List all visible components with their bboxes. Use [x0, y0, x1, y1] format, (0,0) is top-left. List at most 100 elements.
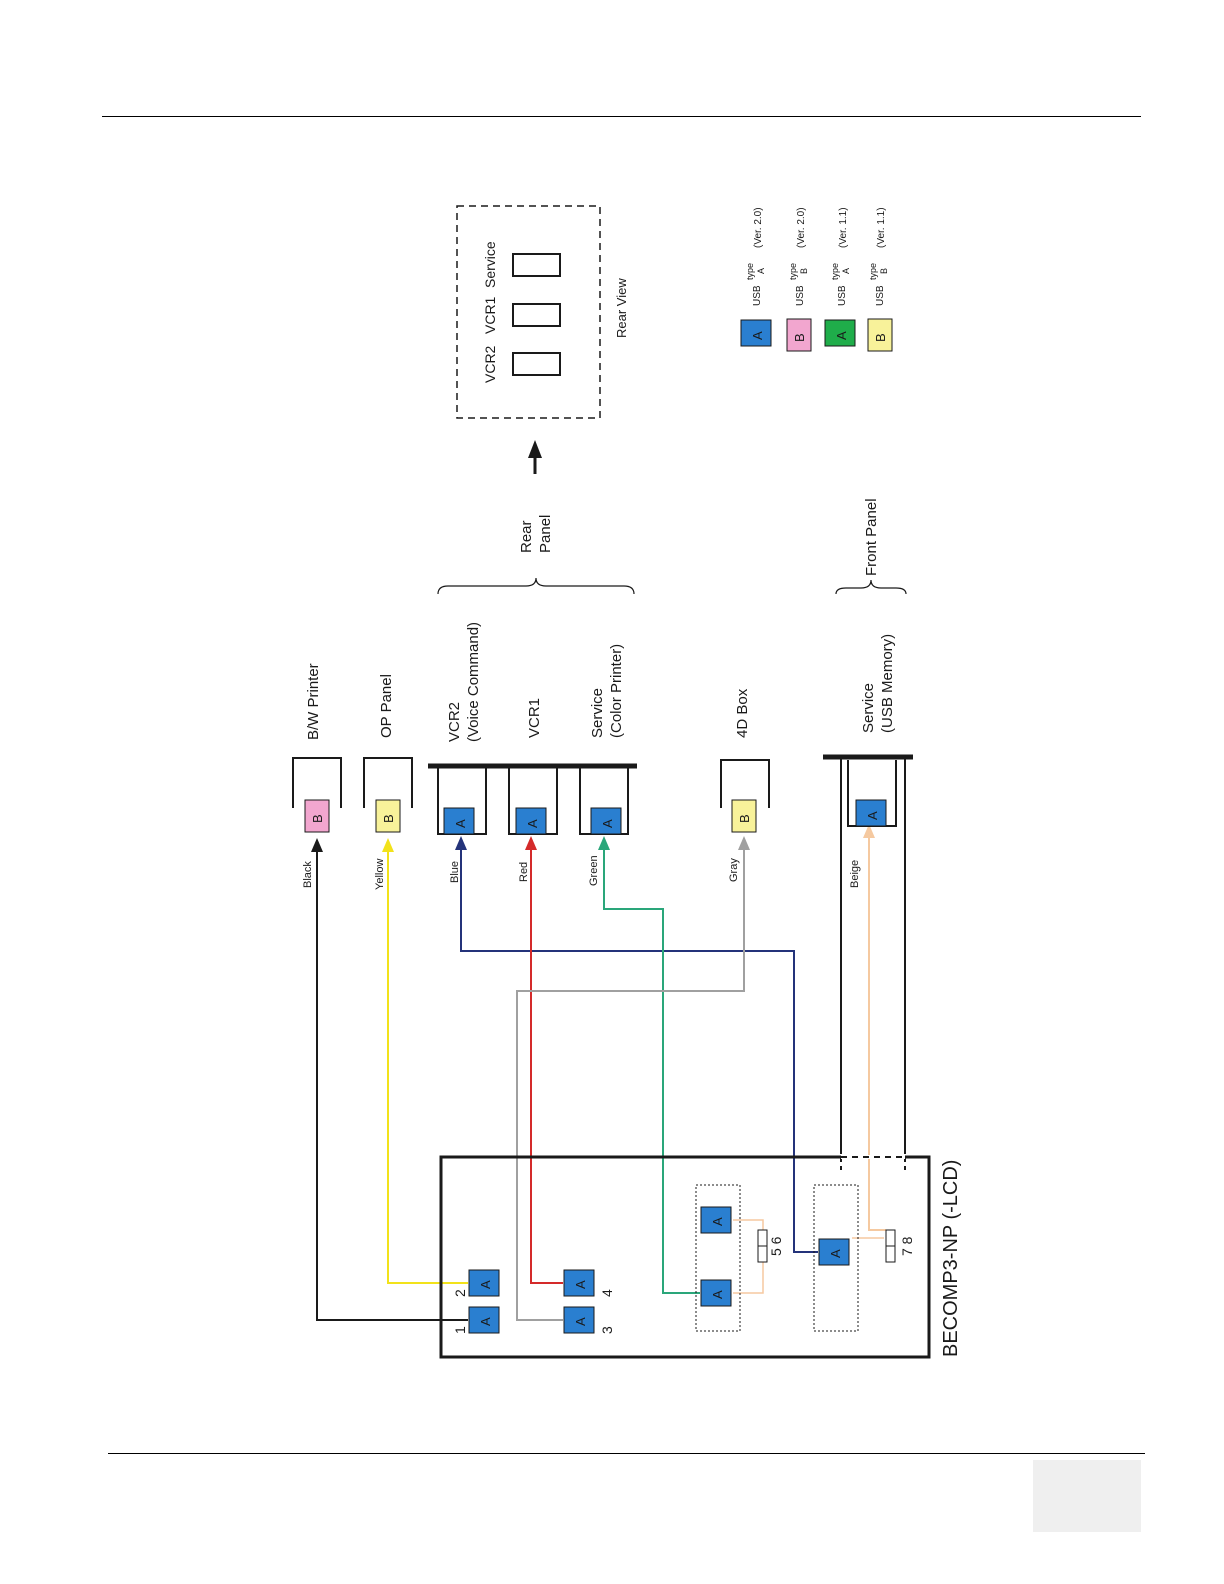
svg-text:typeB: typeB: [868, 263, 889, 280]
cable-red-label: Red: [518, 862, 530, 882]
cable-green: [603, 850, 700, 1294]
header-rule: [102, 116, 1141, 117]
device-4d-box: B 4D Box Gray: [720, 688, 770, 882]
board-port-2-number: 2: [452, 1289, 468, 1297]
rear-view-title: Rear View: [614, 278, 629, 338]
cable-yellow: [387, 852, 468, 1284]
svg-text:B: B: [873, 333, 888, 342]
rear-panel-brace: [437, 577, 635, 595]
device-service-front-label: Service (USB Memory): [860, 634, 896, 733]
cables: [311, 824, 886, 1321]
cable-red-arrow: [525, 836, 537, 850]
svg-text:(Ver. 1.1): (Ver. 1.1): [876, 207, 887, 248]
cable-beige-label: Beige: [849, 860, 861, 888]
svg-text:A: A: [573, 1280, 588, 1289]
svg-text:typeA: typeA: [830, 263, 851, 280]
svg-text:A: A: [828, 1249, 843, 1258]
svg-text:(Ver. 2.0): (Ver. 2.0): [753, 207, 764, 248]
svg-text:A: A: [453, 819, 468, 828]
device-vcr2: A VCR2 (Voice Command) Blue: [437, 622, 487, 883]
rear-view-label-vcr1: VCR1: [482, 296, 498, 334]
svg-text:A: A: [478, 1317, 493, 1326]
rear-view-socket-vcr1: [512, 303, 561, 327]
cable-red: [530, 850, 563, 1284]
internal-hub-2: [813, 1184, 859, 1332]
board-port-3: A 3: [563, 1306, 615, 1334]
cable-green-label: Green: [588, 855, 600, 886]
cable-blue-arrow: [455, 836, 467, 850]
board-title: BECOMP3-NP (-LCD): [940, 1160, 962, 1357]
legend-item-b-v11: B USB typeB (Ver. 1.1): [867, 207, 893, 352]
svg-text:A: A: [710, 1217, 725, 1226]
svg-text:A: A: [750, 331, 765, 340]
svg-text:USB: USB: [837, 285, 848, 306]
header-56: 5 6: [757, 1229, 784, 1263]
rear-panel-label: Rear Panel: [518, 515, 554, 553]
cable-yellow-arrow: [382, 838, 394, 852]
device-4d-box-label: 4D Box: [734, 688, 751, 738]
legend: A USB typeA (Ver. 2.0) B USB typeB (Ver.…: [740, 207, 893, 352]
svg-text:A: A: [600, 819, 615, 828]
svg-text:A: A: [834, 331, 849, 340]
board-port-1-number: 1: [452, 1326, 468, 1334]
device-vcr1-label: VCR1: [526, 698, 543, 738]
cable-gray: [516, 850, 745, 1321]
board-port-4-number: 4: [599, 1289, 615, 1297]
device-vcr1: A VCR1 Red: [508, 698, 558, 882]
device-service-rear-label: Service (Color Printer): [589, 644, 625, 738]
svg-text:A: A: [710, 1290, 725, 1299]
cable-gray-arrow: [738, 836, 750, 850]
cable-gray-label: Gray: [728, 858, 740, 882]
footer-rule: [108, 1453, 1145, 1454]
device-bw-printer-label: B/W Printer: [305, 663, 322, 740]
cable-black-label: Black: [302, 861, 314, 888]
svg-text:A: A: [525, 819, 540, 828]
device-op-panel-label: OP Panel: [378, 674, 395, 738]
svg-text:USB: USB: [752, 285, 763, 306]
svg-text:(Ver. 1.1): (Ver. 1.1): [838, 207, 849, 248]
cable-blue-label: Blue: [449, 861, 461, 883]
svg-text:A: A: [478, 1280, 493, 1289]
svg-text:A: A: [865, 811, 880, 820]
front-panel-rails: [823, 754, 913, 1170]
svg-text:A: A: [573, 1317, 588, 1326]
header-78-number: 7 8: [899, 1236, 915, 1256]
internal-hub-1: [695, 1184, 741, 1332]
board-port-6: A: [700, 1206, 732, 1234]
svg-text:B: B: [792, 333, 807, 342]
rear-view-socket-vcr2: [512, 352, 561, 376]
legend-item-a-v2: A USB typeA (Ver. 2.0): [740, 207, 772, 347]
legend-item-a-v11: A USB typeA (Ver. 1.1): [824, 207, 856, 347]
cable-green-arrow: [598, 836, 610, 850]
svg-text:USB: USB: [875, 285, 886, 306]
rear-view-socket-service: [512, 253, 561, 277]
board-port-5: A: [700, 1279, 732, 1307]
board-port-3-number: 3: [599, 1326, 615, 1334]
front-panel-brace: [835, 579, 907, 595]
svg-text:USB: USB: [795, 285, 806, 306]
board-port-4: A 4: [563, 1269, 615, 1297]
board-port-1: A 1: [452, 1306, 500, 1334]
legend-item-b-v2: B USB typeB (Ver. 2.0): [786, 207, 812, 352]
svg-text:typeA: typeA: [745, 263, 766, 280]
cable-black-arrow: [311, 838, 323, 852]
device-op-panel: B OP Panel Yellow: [363, 674, 413, 890]
rear-view-label-service: Service: [482, 241, 498, 288]
page-number-box: [1033, 1460, 1141, 1532]
rear-view-label-vcr2: VCR2: [482, 345, 498, 383]
svg-text:(Ver. 2.0): (Ver. 2.0): [796, 207, 807, 248]
board-port-2: A 2: [452, 1269, 500, 1297]
cable-black: [316, 852, 468, 1321]
header-78: 7 8: [885, 1229, 915, 1263]
svg-text:B: B: [737, 814, 752, 823]
svg-text:B: B: [381, 814, 396, 823]
device-bw-printer: B B/W Printer Black: [292, 663, 342, 888]
cable-blue: [460, 850, 818, 1253]
cable-beige: [868, 838, 886, 1231]
svg-text:B: B: [310, 814, 325, 823]
device-service-rear: A Service (Color Printer) Green: [579, 644, 629, 886]
header-56-number: 5 6: [768, 1236, 784, 1256]
rear-view-arrow-head: [528, 440, 542, 458]
board-port-7: A: [818, 1238, 850, 1266]
